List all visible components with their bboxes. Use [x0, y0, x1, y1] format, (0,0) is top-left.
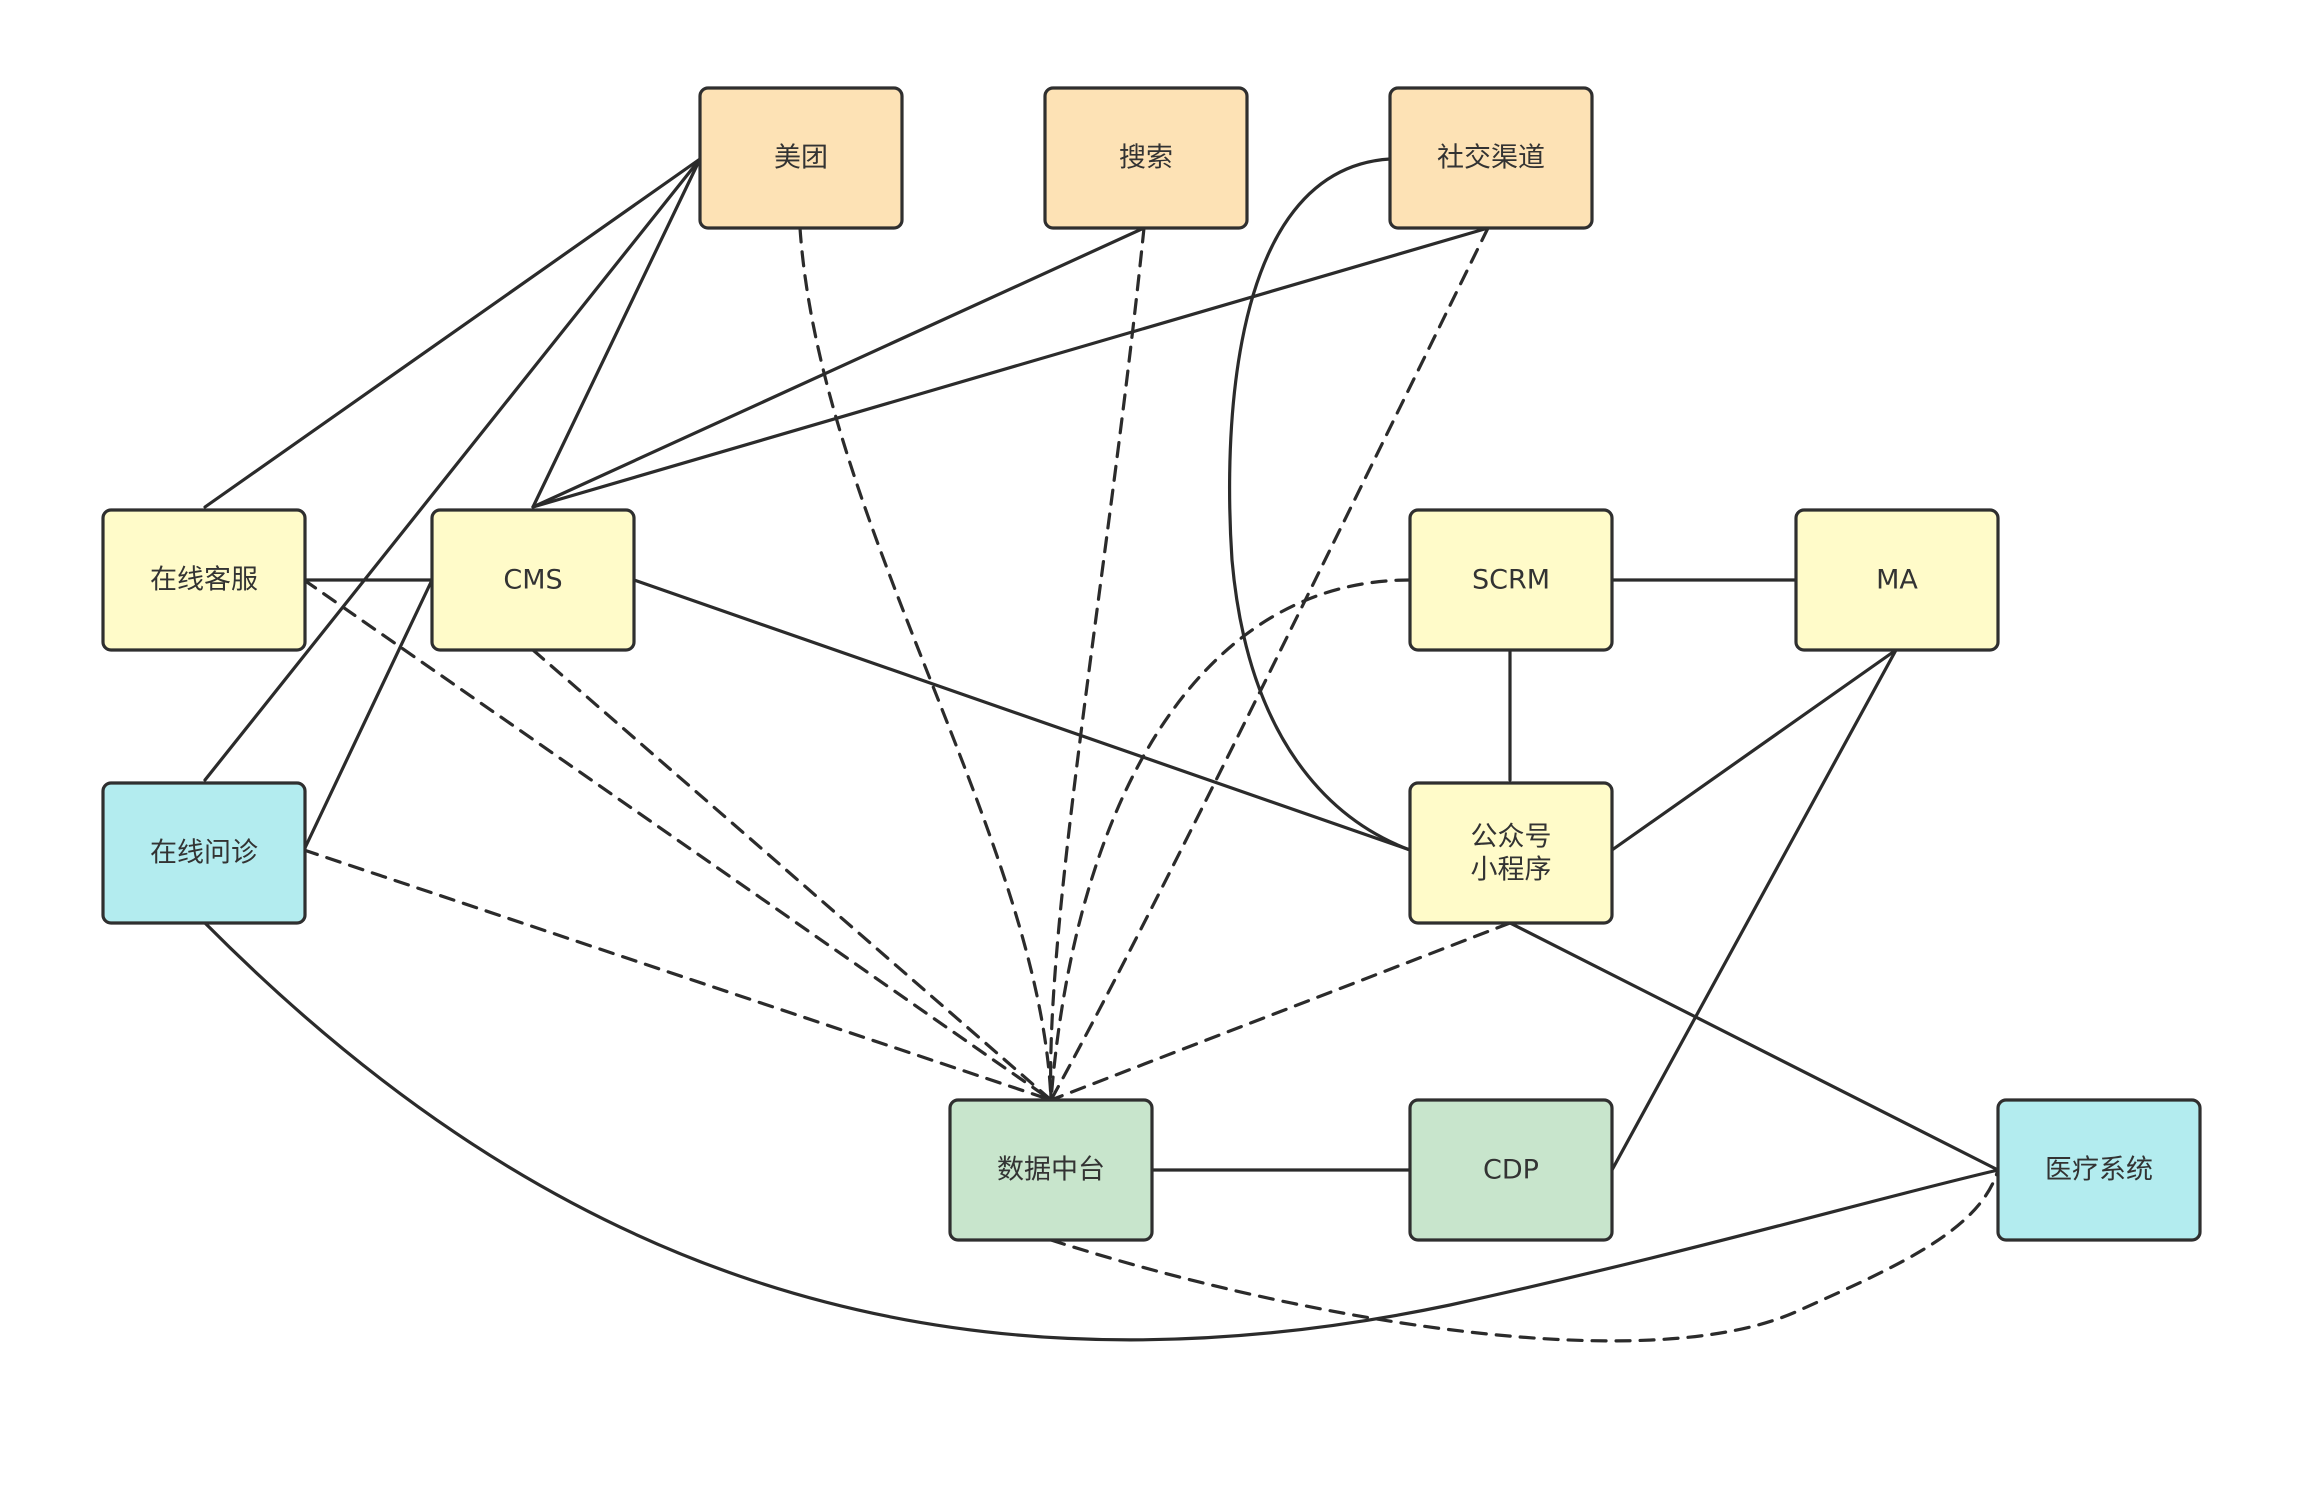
- dashed-edges: [302, 226, 2000, 1343]
- node-cms[interactable]: CMS: [430, 508, 636, 652]
- dashed-edge-data-medical: [1049, 1168, 2000, 1343]
- node-data-platform[interactable]: 数据中台: [948, 1098, 1154, 1242]
- node-cms-box: [430, 508, 636, 652]
- edge-ma-cdp: [1610, 648, 1898, 1172]
- node-ma[interactable]: MA: [1794, 508, 2000, 652]
- edge-wechat-medical: [1508, 921, 2000, 1172]
- node-wechat[interactable]: 公众号 小程序: [1408, 781, 1614, 925]
- edge-cms-wechat: [632, 578, 1412, 852]
- node-online-service-label: 在线客服: [150, 565, 258, 596]
- node-cdp[interactable]: CDP: [1408, 1098, 1614, 1242]
- node-meituan-box: [698, 86, 904, 230]
- node-scrm-box: [1408, 508, 1614, 652]
- node-scrm-label: SCRM: [1472, 565, 1550, 596]
- node-wechat-box: [1408, 781, 1614, 925]
- node-online-consult-label: 在线问诊: [150, 838, 258, 869]
- dashed-edge-scrm-data: [1049, 578, 1412, 1102]
- node-ma-box: [1794, 508, 2000, 652]
- node-data-platform-box: [948, 1098, 1154, 1242]
- node-cms-label: CMS: [503, 565, 562, 596]
- node-social-box: [1388, 86, 1594, 230]
- node-social-label: 社交渠道: [1437, 143, 1545, 174]
- edge-meituan-cms: [531, 157, 702, 509]
- node-wechat-label-line2: 小程序: [1471, 855, 1552, 886]
- node-wechat-label-line1: 公众号: [1471, 822, 1552, 853]
- node-cdp-box: [1408, 1098, 1614, 1242]
- edge-social-cms: [531, 226, 1490, 509]
- edge-ma-wechat: [1610, 648, 1898, 852]
- node-scrm[interactable]: SCRM: [1408, 508, 1614, 652]
- node-online-consult-box: [101, 781, 307, 925]
- dashed-edge-search-data: [1049, 226, 1146, 1102]
- node-ma-label: MA: [1876, 565, 1918, 596]
- dashed-edge-online-service-data: [302, 578, 1053, 1102]
- edge-meituan-online-consult: [203, 157, 702, 782]
- node-online-service-box: [101, 508, 307, 652]
- node-online-service[interactable]: 在线客服: [101, 508, 307, 652]
- node-cdp-label: CDP: [1483, 1155, 1539, 1186]
- node-meituan-label: 美团: [774, 143, 828, 174]
- node-meituan[interactable]: 美团: [698, 86, 904, 230]
- edge-search-cms: [531, 226, 1146, 509]
- node-medical-box: [1996, 1098, 2202, 1242]
- node-online-consult[interactable]: 在线问诊: [101, 781, 307, 925]
- node-medical-label: 医疗系统: [2045, 1155, 2153, 1186]
- node-data-platform-label: 数据中台: [997, 1155, 1105, 1186]
- edge-meituan-online-service: [203, 157, 702, 509]
- edge-social-wechat-curve: [1227, 157, 1412, 852]
- node-social[interactable]: 社交渠道: [1388, 86, 1594, 230]
- dashed-edge-meituan-data: [798, 226, 1053, 1102]
- edge-cms-online-consult: [302, 578, 434, 852]
- node-search-box: [1043, 86, 1249, 230]
- node-medical[interactable]: 医疗系统: [1996, 1098, 2202, 1242]
- dashed-edge-social-data: [1049, 226, 1490, 1102]
- edge-online-consult-medical-curve: [203, 921, 2000, 1342]
- dashed-edge-cms-data: [531, 648, 1053, 1102]
- node-search[interactable]: 搜索: [1043, 86, 1249, 230]
- dashed-edge-wechat-data: [1049, 921, 1512, 1102]
- node-search-label: 搜索: [1119, 143, 1173, 174]
- solid-edges: [203, 157, 2000, 1342]
- dashed-edge-online-consult-data: [302, 848, 1053, 1102]
- nodes: 美团 搜索 社交渠道 在线客服 CMS SCRM MA 在线问诊: [101, 86, 2202, 1242]
